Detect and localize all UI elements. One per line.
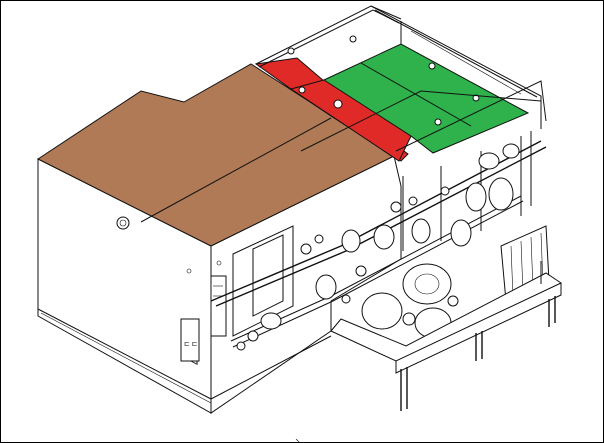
valve-body-3: [341, 229, 361, 253]
enclosure-details: ⊏ ⊏: [116, 216, 227, 365]
roof-seam: [140, 117, 332, 223]
vessel-2: [402, 263, 452, 305]
electrical-box: [180, 318, 200, 362]
roof-panels: [37, 43, 530, 247]
valve-body-4: [315, 274, 337, 300]
valve-body-1: [411, 218, 431, 244]
control-cabinet: [210, 275, 227, 337]
support-platform: [330, 261, 563, 411]
piping-equipment: [210, 80, 550, 351]
svg-text:⊏ ⊏: ⊏ ⊏: [184, 341, 198, 348]
roof-panel-brown: [37, 63, 396, 247]
enclosure-box: [37, 155, 402, 414]
roof-green-seam: [360, 62, 472, 127]
filter-3: [450, 219, 472, 247]
vessel-1: [361, 292, 403, 330]
upper-frame: [255, 5, 542, 129]
enclosure-side-face: [210, 155, 402, 414]
valve-body-5: [260, 312, 282, 330]
valve-body-2: [373, 224, 395, 250]
vent-fan: [116, 216, 130, 230]
filter-2: [465, 182, 487, 212]
filter-1: [488, 177, 514, 211]
